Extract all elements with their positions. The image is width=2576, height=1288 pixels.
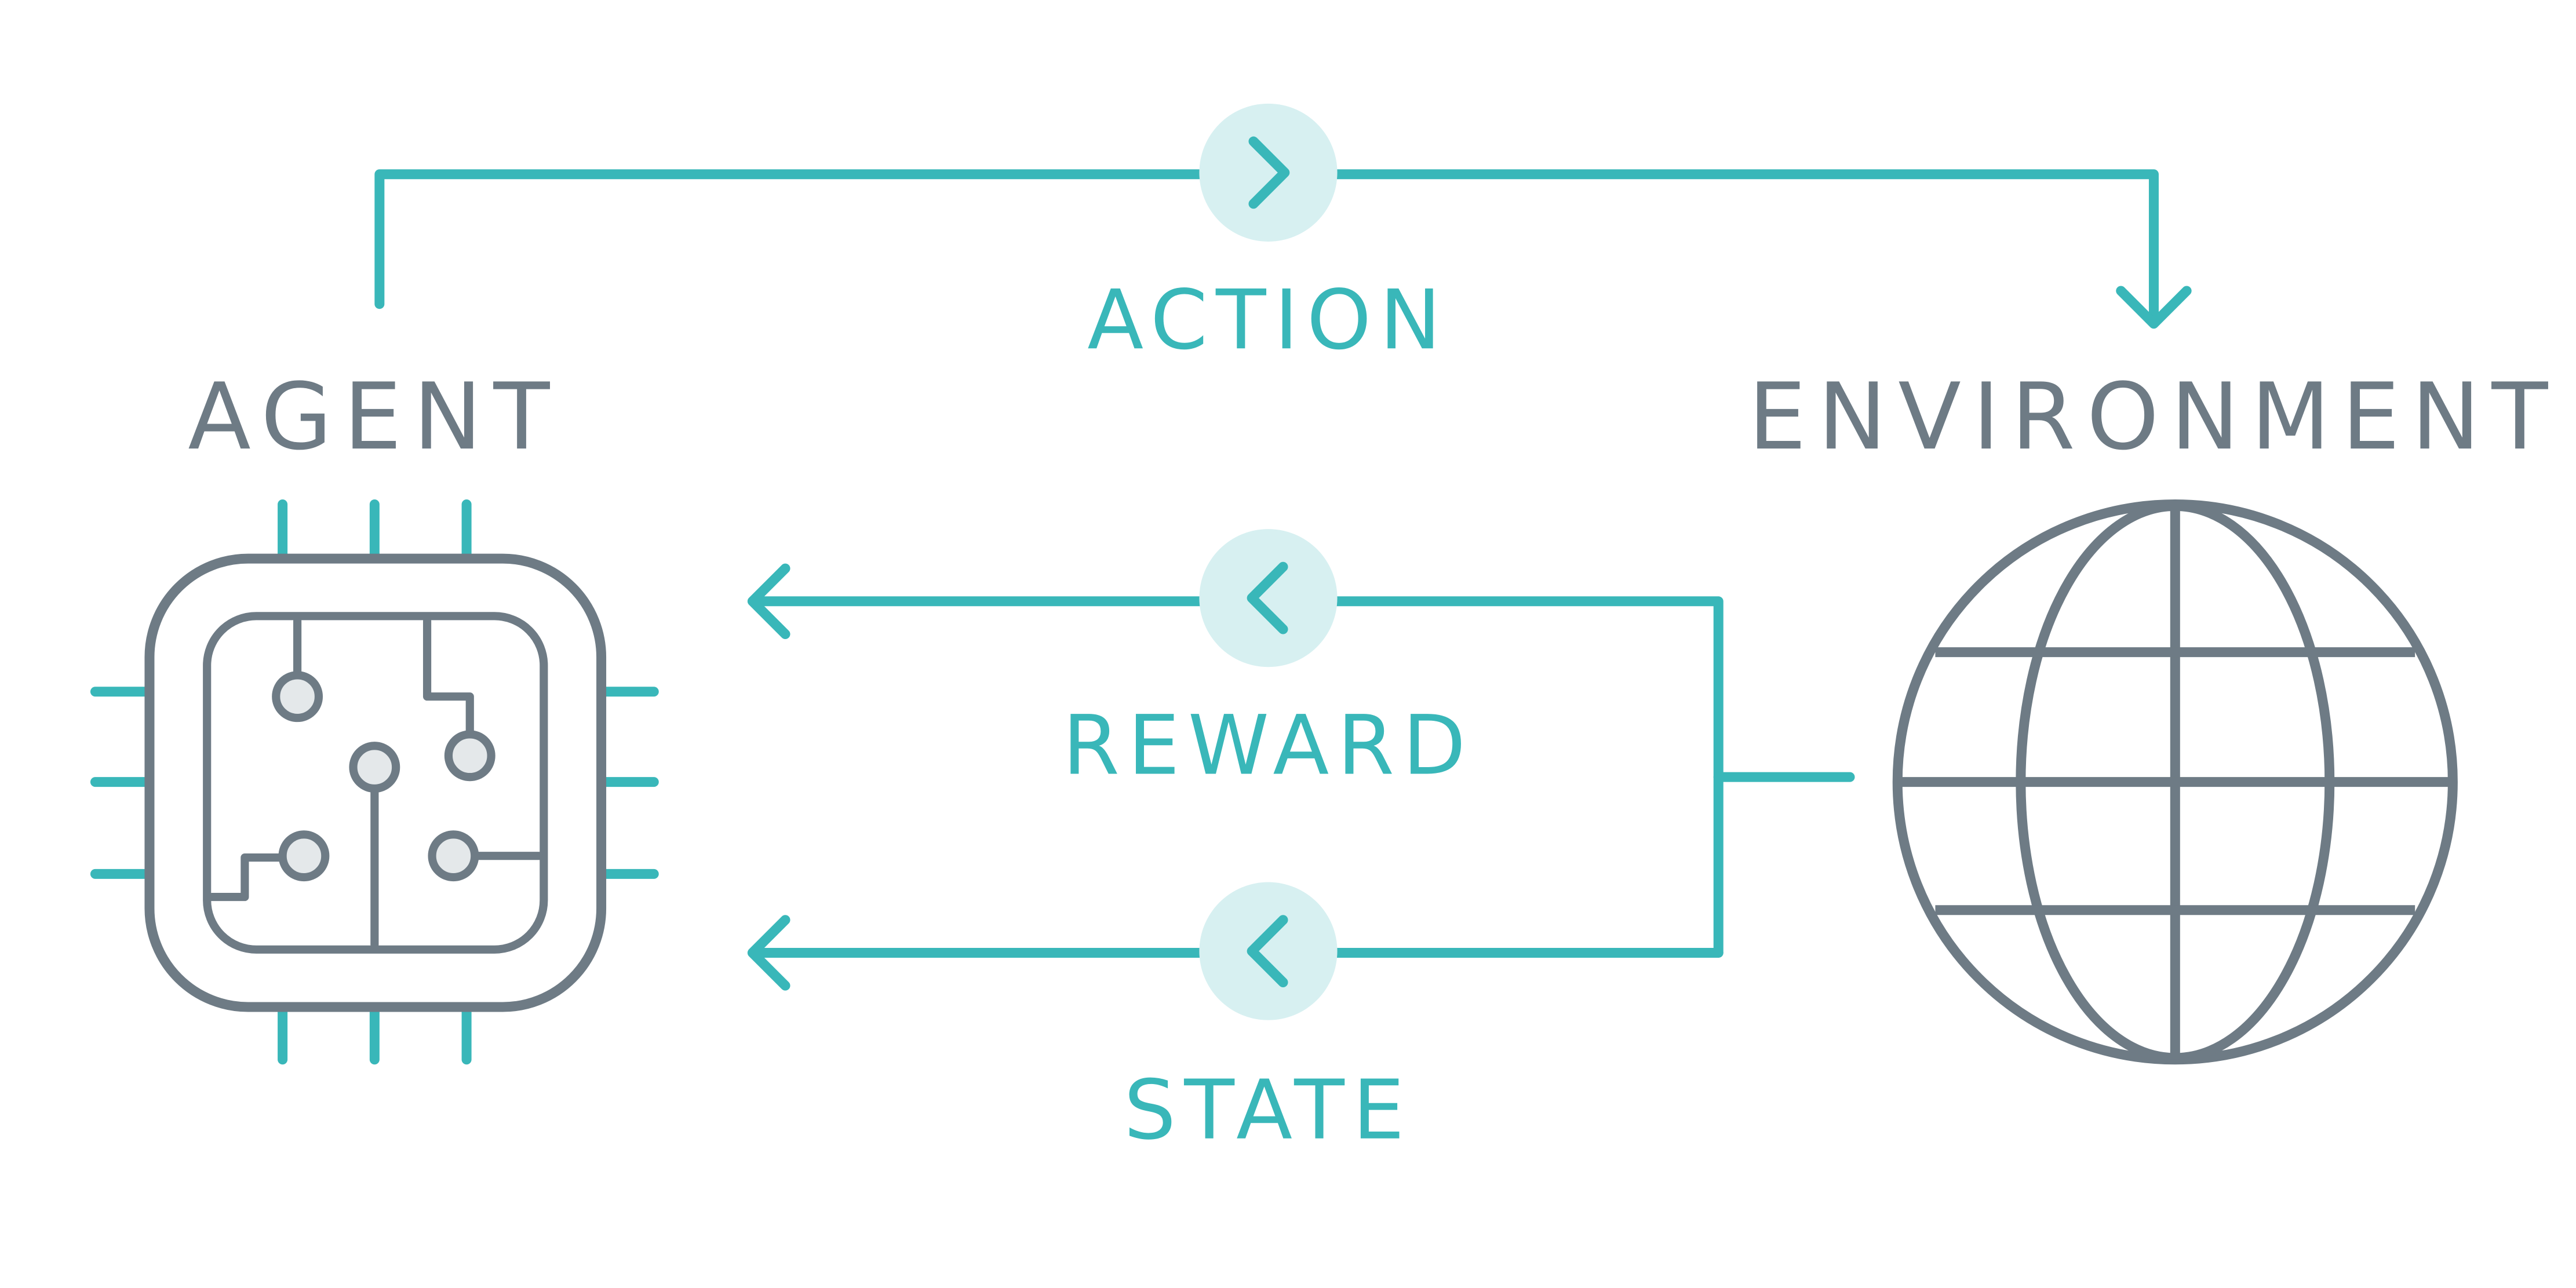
chevron-left-icon bbox=[1199, 882, 1338, 1020]
chevron-right-icon bbox=[1199, 103, 1338, 242]
action-label: ACTION bbox=[1087, 272, 1449, 368]
reward-arrowhead bbox=[747, 563, 790, 639]
action-connector: ACTION bbox=[374, 103, 2192, 368]
reward-label: REWARD bbox=[1062, 698, 1474, 793]
action-arrowhead bbox=[2116, 286, 2192, 329]
agent-label: AGENT bbox=[188, 364, 561, 470]
environment-label: ENVIRONMENT bbox=[1748, 364, 2560, 470]
reward-line bbox=[750, 596, 1724, 958]
reward-connector: REWARD bbox=[747, 529, 1855, 958]
chevron-left-icon bbox=[1199, 529, 1338, 667]
chip-icon bbox=[90, 499, 659, 1065]
state-connector: STATE bbox=[747, 882, 1724, 1158]
state-arrowhead bbox=[747, 915, 790, 991]
globe-icon bbox=[1892, 499, 2458, 1065]
state-label: STATE bbox=[1124, 1063, 1413, 1158]
